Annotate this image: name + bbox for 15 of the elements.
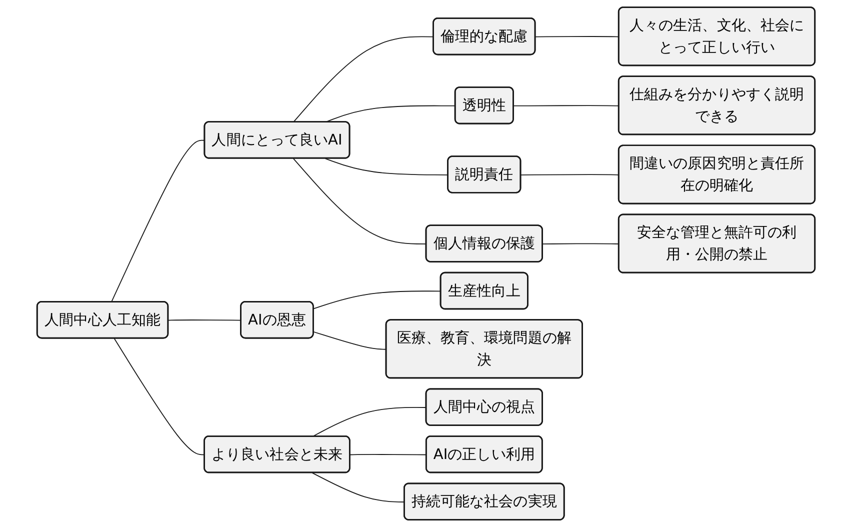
connector bbox=[312, 406, 427, 438]
connector bbox=[520, 174, 620, 176]
connector bbox=[313, 290, 442, 310]
connector bbox=[114, 338, 206, 456]
connector bbox=[168, 320, 242, 321]
connector bbox=[312, 472, 406, 502]
connector bbox=[292, 36, 434, 123]
connector bbox=[324, 158, 449, 176]
connector bbox=[350, 454, 428, 456]
connector bbox=[313, 331, 387, 350]
connector bbox=[292, 158, 427, 244]
connector bbox=[513, 105, 620, 106]
connector bbox=[110, 140, 206, 303]
connector bbox=[542, 243, 620, 244]
connector bbox=[535, 36, 620, 38]
